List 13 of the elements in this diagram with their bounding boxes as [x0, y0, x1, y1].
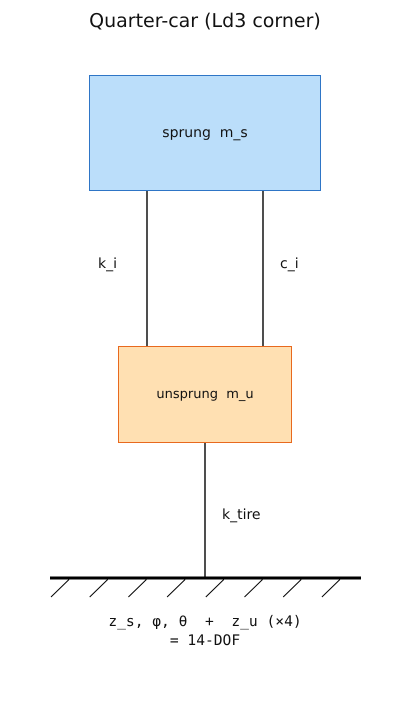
unsprung-mass-block	[118, 346, 292, 443]
mass-label: unsprung m_u	[156, 387, 254, 402]
edge-label: k_i	[97, 256, 118, 273]
connector-line	[146, 191, 148, 346]
caption: z_s, φ, θ + z_u (×4) = 14-DOF	[107, 612, 303, 650]
connector-line	[262, 191, 264, 346]
diagram-title: Quarter-car (Ld3 corner)	[88, 9, 322, 33]
edge-label: k_tire	[221, 507, 262, 524]
connector-line	[204, 443, 206, 576]
edge-label: c_i	[279, 256, 300, 273]
mass-label: sprung m_s	[162, 125, 248, 141]
ground-symbol	[50, 576, 361, 598]
sprung-mass-block	[89, 75, 321, 191]
